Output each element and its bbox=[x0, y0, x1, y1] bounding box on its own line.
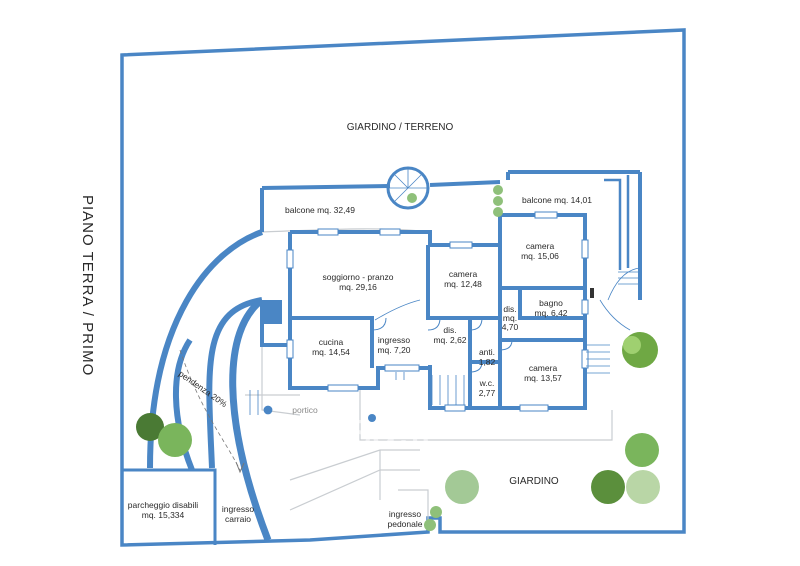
garden-top-label: GIARDINO / TERRENO bbox=[347, 122, 454, 133]
tree-icon bbox=[136, 332, 660, 504]
anti-area: 1,82 bbox=[479, 357, 496, 367]
living-label: soggiorno - pranzo bbox=[323, 272, 394, 282]
watermark: casa.it bbox=[300, 403, 433, 455]
pendenza-label: pendenza 20% bbox=[177, 368, 230, 409]
windows bbox=[286, 211, 589, 412]
cucina-area: mq. 14,54 bbox=[312, 347, 350, 357]
wc-area: 2,77 bbox=[479, 388, 496, 398]
dis-right-area: 4,70 bbox=[502, 322, 519, 332]
bagno-label: bagno bbox=[539, 298, 563, 308]
cucina-label: cucina bbox=[319, 337, 344, 347]
portico-label: portico bbox=[292, 405, 318, 415]
parking-area bbox=[122, 468, 217, 545]
ingresso-label: ingresso bbox=[378, 335, 410, 345]
parcheggio-label: parcheggio disabili bbox=[128, 500, 199, 510]
dis-right-unit: mq. bbox=[503, 313, 517, 323]
door-icon bbox=[371, 317, 513, 373]
ingresso-carraio-label-2: carraio bbox=[225, 514, 251, 524]
ingresso-pedonale-label: ingresso bbox=[389, 509, 421, 519]
ingresso-area: mq. 7,20 bbox=[377, 345, 410, 355]
camera-top-right-label: camera bbox=[526, 241, 555, 251]
shrub-icon bbox=[407, 185, 503, 531]
camera-mid-area: mq. 12,48 bbox=[444, 279, 482, 289]
dis-center-label: dis. bbox=[443, 325, 456, 335]
camera-bottom-right-area: mq. 13,57 bbox=[524, 373, 562, 383]
parcheggio-area: mq. 15,334 bbox=[142, 510, 185, 520]
camera-bottom-right-label: camera bbox=[529, 363, 558, 373]
anti-label: anti. bbox=[479, 347, 495, 357]
balcony-left-label: balcone mq. 32,49 bbox=[285, 205, 355, 215]
wc-label: w.c. bbox=[479, 378, 495, 388]
camera-top-right-area: mq. 15,06 bbox=[521, 251, 559, 261]
balcony-right-label: balcone mq. 14,01 bbox=[522, 195, 592, 205]
living-area: mq. 29,16 bbox=[339, 282, 377, 292]
balconies bbox=[604, 175, 630, 270]
camera-mid-label: camera bbox=[449, 269, 478, 279]
garden-bottom-label: GIARDINO bbox=[509, 476, 559, 487]
stairs-icon bbox=[249, 166, 641, 415]
markers bbox=[264, 288, 594, 422]
ingresso-pedonale-label-2: pedonale bbox=[388, 519, 423, 529]
dis-right-label: dis. bbox=[503, 304, 516, 314]
lot-boundary bbox=[120, 28, 686, 547]
bagno-area: mq. 6,42 bbox=[534, 308, 567, 318]
dis-center-area: mq. 2,62 bbox=[433, 335, 466, 345]
side-title: PIANO TERRA / PRIMO bbox=[79, 195, 96, 376]
ingresso-carraio-label: ingresso bbox=[222, 504, 254, 514]
